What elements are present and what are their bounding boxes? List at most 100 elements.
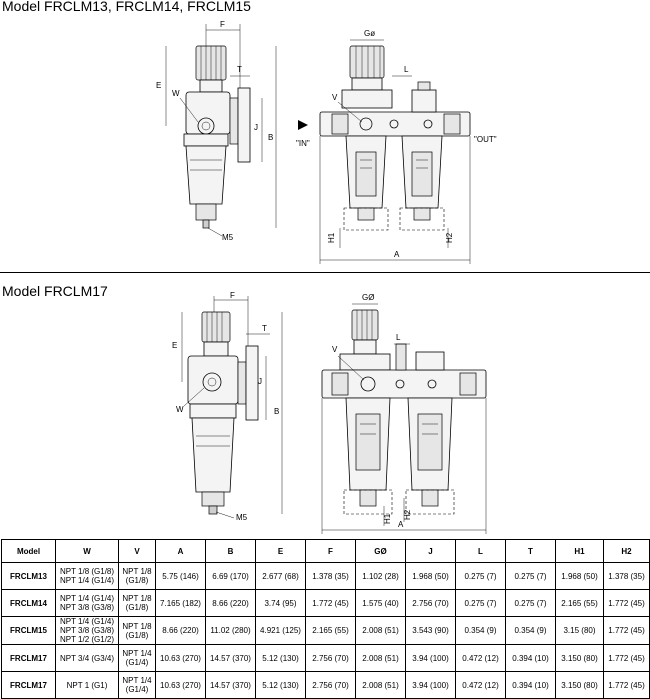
cell-t: 0.275 (7) [505, 562, 556, 590]
cell-t: 0.354 (9) [505, 616, 556, 645]
cell-e: 5.12 (130) [255, 671, 306, 699]
cell-e: 5.12 (130) [255, 644, 306, 672]
cell-b: 11.02 (280) [205, 616, 256, 645]
cell-w: NPT 1/4 (G1/4)NPT 3/8 (G3/8)NPT 1/2 (G1/… [55, 616, 119, 645]
cell-h1: 3.150 (80) [555, 671, 604, 699]
port-label-in: "IN" [296, 139, 310, 148]
cell-j: 2.756 (70) [405, 589, 456, 617]
cell-v: NPT 1/4(G1/4) [118, 671, 156, 699]
table-row: FRCLM17 NPT 1 (G1) NPT 1/4(G1/4) 10.63 (… [1, 671, 650, 699]
table-row: FRCLM14 NPT 1/4 (G1/4)NPT 3/8 (G3/8) NPT… [1, 589, 650, 617]
cell-j: 3.94 (100) [405, 671, 456, 699]
cell-g: 2.008 (51) [355, 671, 406, 699]
header-e: E [255, 539, 306, 563]
cell-w: NPT 1/8 (G1/8)NPT 1/4 (G1/4) [55, 562, 119, 590]
cell-v: NPT 1/8(G1/8) [118, 616, 156, 645]
header-h2: H2 [603, 539, 650, 563]
cell-b: 6.69 (170) [205, 562, 256, 590]
section-title-frclm17: Model FRCLM17 [2, 283, 108, 299]
cell-l: 0.472 (12) [455, 644, 506, 672]
drawing-frclm17: F T E W J B M5 GØ [172, 291, 487, 534]
cell-model: FRCLM14 [1, 589, 56, 617]
cell-model: FRCLM17 [1, 644, 56, 672]
cell-h2: 1.772 (45) [603, 616, 650, 645]
cell-a: 5.75 (146) [155, 562, 206, 590]
cell-w: NPT 1 (G1) [55, 671, 119, 699]
cell-g: 2.008 (51) [355, 616, 406, 645]
header-model: Model [1, 539, 56, 563]
cell-f: 2.756 (70) [305, 644, 356, 672]
header-v: V [118, 539, 156, 563]
cell-v: NPT 1/4(G1/4) [118, 644, 156, 672]
dim-label-t: T [262, 324, 267, 333]
dim-label-t: T [237, 65, 242, 74]
dim-label-b: B [268, 133, 273, 142]
cell-w: NPT 1/4 (G1/4)NPT 3/8 (G3/8) [55, 589, 119, 617]
dim-label-l: L [396, 333, 401, 342]
cell-j: 1.968 (50) [405, 562, 456, 590]
cell-f: 2.165 (55) [305, 616, 356, 645]
header-j: J [405, 539, 456, 563]
cell-h1: 3.150 (80) [555, 644, 604, 672]
header-h1: H1 [555, 539, 604, 563]
header-b: B [205, 539, 256, 563]
dim-label-a: A [394, 250, 400, 259]
cell-model: FRCLM15 [1, 616, 56, 645]
cell-e: 4.921 (125) [255, 616, 306, 645]
dim-label-w: W [176, 405, 184, 414]
dim-label-e: E [156, 81, 161, 90]
cell-g: 1.575 (40) [355, 589, 406, 617]
cell-f: 1.772 (45) [305, 589, 356, 617]
cell-t: 0.394 (10) [505, 671, 556, 699]
dim-label-h1: H1 [327, 232, 336, 243]
cell-e: 2.677 (68) [255, 562, 306, 590]
header-w: W [55, 539, 119, 563]
cell-l: 0.472 (12) [455, 671, 506, 699]
dim-label-m5: M5 [236, 513, 248, 522]
side-view-frclm17: F T E W J B M5 [172, 291, 283, 522]
header-g: GØ [355, 539, 406, 563]
drawing-frclm13-15: F T E W J B M5 [156, 20, 497, 264]
cell-v: NPT 1/8(G1/8) [118, 562, 156, 590]
table-header-row: Model W V A B E F GØ J L T H1 H2 [1, 539, 650, 563]
cell-b: 14.57 (370) [205, 644, 256, 672]
cell-model: FRCLM17 [1, 671, 56, 699]
cell-h1: 3.15 (80) [555, 616, 604, 645]
dim-label-v: V [332, 93, 338, 102]
dim-label-h2: H2 [403, 509, 412, 520]
cell-h2: 1.772 (45) [603, 589, 650, 617]
cell-h1: 2.165 (55) [555, 589, 604, 617]
dim-label-h1: H1 [383, 513, 392, 524]
cell-g: 2.008 (51) [355, 644, 406, 672]
front-view-frclm13-15: "IN" "OUT" Gø L V H1 H2 A [296, 29, 497, 264]
table-row: FRCLM17 NPT 3/4 (G3/4) NPT 1/4(G1/4) 10.… [1, 644, 650, 672]
cell-b: 8.66 (220) [205, 589, 256, 617]
header-t: T [505, 539, 556, 563]
table-row: FRCLM15 NPT 1/4 (G1/4)NPT 3/8 (G3/8)NPT … [1, 616, 650, 645]
header-l: L [455, 539, 506, 563]
cell-v: NPT 1/8(G1/8) [118, 589, 156, 617]
cell-l: 0.354 (9) [455, 616, 506, 645]
table-row: FRCLM13 NPT 1/8 (G1/8)NPT 1/4 (G1/4) NPT… [1, 562, 650, 590]
cell-a: 10.63 (270) [155, 644, 206, 672]
dim-label-h2: H2 [445, 232, 454, 243]
header-a: A [155, 539, 206, 563]
dim-label-a: A [398, 520, 404, 529]
cell-j: 3.94 (100) [405, 644, 456, 672]
cell-a: 7.165 (182) [155, 589, 206, 617]
port-label-out: "OUT" [474, 135, 497, 144]
cell-w: NPT 3/4 (G3/4) [55, 644, 119, 672]
cell-j: 3.543 (90) [405, 616, 456, 645]
cell-h2: 1.772 (45) [603, 671, 650, 699]
dim-label-l: L [404, 65, 409, 74]
dim-label-w: W [172, 89, 180, 98]
cell-g: 1.102 (28) [355, 562, 406, 590]
dim-label-g: GØ [362, 293, 374, 302]
cell-t: 0.275 (7) [505, 589, 556, 617]
cell-b: 14.57 (370) [205, 671, 256, 699]
dim-label-f: F [220, 20, 225, 29]
cell-model: FRCLM13 [1, 562, 56, 590]
cell-h2: 1.772 (45) [603, 644, 650, 672]
front-view-frclm17: GØ L V H1 H2 A [321, 293, 487, 534]
dim-label-j: J [254, 123, 258, 132]
